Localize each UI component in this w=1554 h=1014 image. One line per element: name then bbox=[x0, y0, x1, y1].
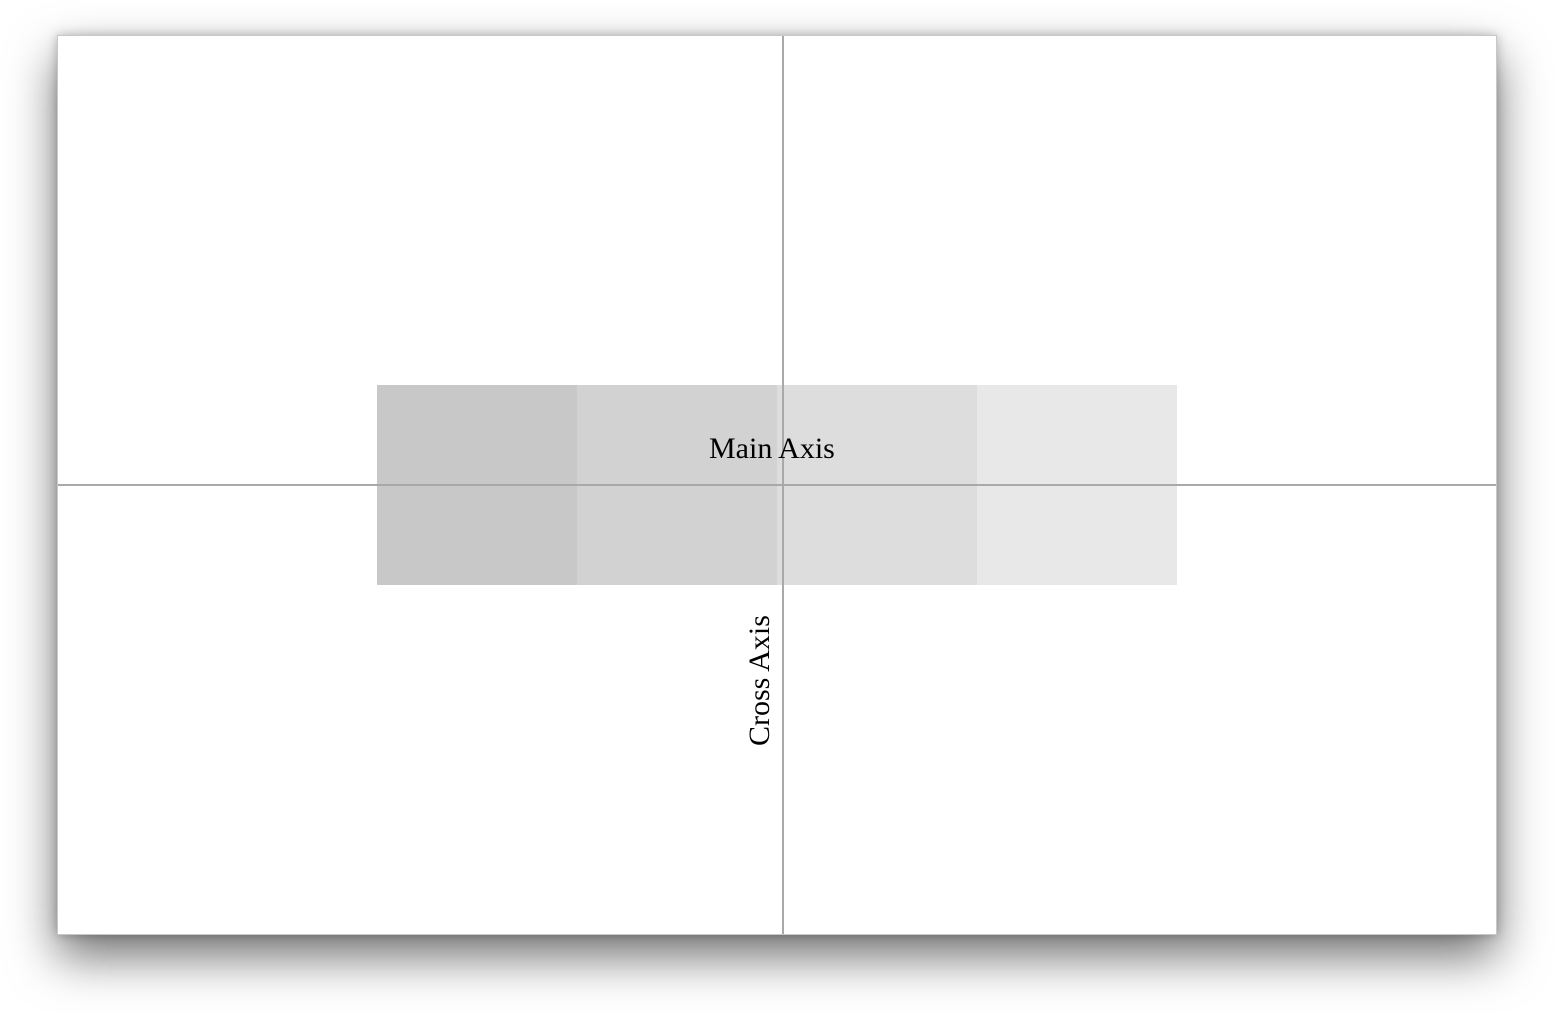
flex-item-7 bbox=[777, 485, 977, 585]
flex-item-1 bbox=[377, 385, 577, 485]
main-axis-label: Main Axis bbox=[709, 432, 835, 465]
flex-item-3 bbox=[777, 385, 977, 485]
flex-item-5 bbox=[377, 485, 577, 585]
flex-item-4 bbox=[977, 385, 1177, 485]
flex-item-2 bbox=[577, 385, 777, 485]
cross-axis-line bbox=[782, 36, 784, 934]
flex-item-8 bbox=[977, 485, 1177, 585]
flex-row-bottom bbox=[377, 485, 1177, 585]
diagram-window: Main Axis Cross Axis bbox=[57, 35, 1497, 935]
cross-axis-label: Cross Axis bbox=[743, 615, 776, 746]
flex-item-6 bbox=[577, 485, 777, 585]
main-axis-line bbox=[58, 484, 1496, 486]
flex-row-top bbox=[377, 385, 1177, 485]
